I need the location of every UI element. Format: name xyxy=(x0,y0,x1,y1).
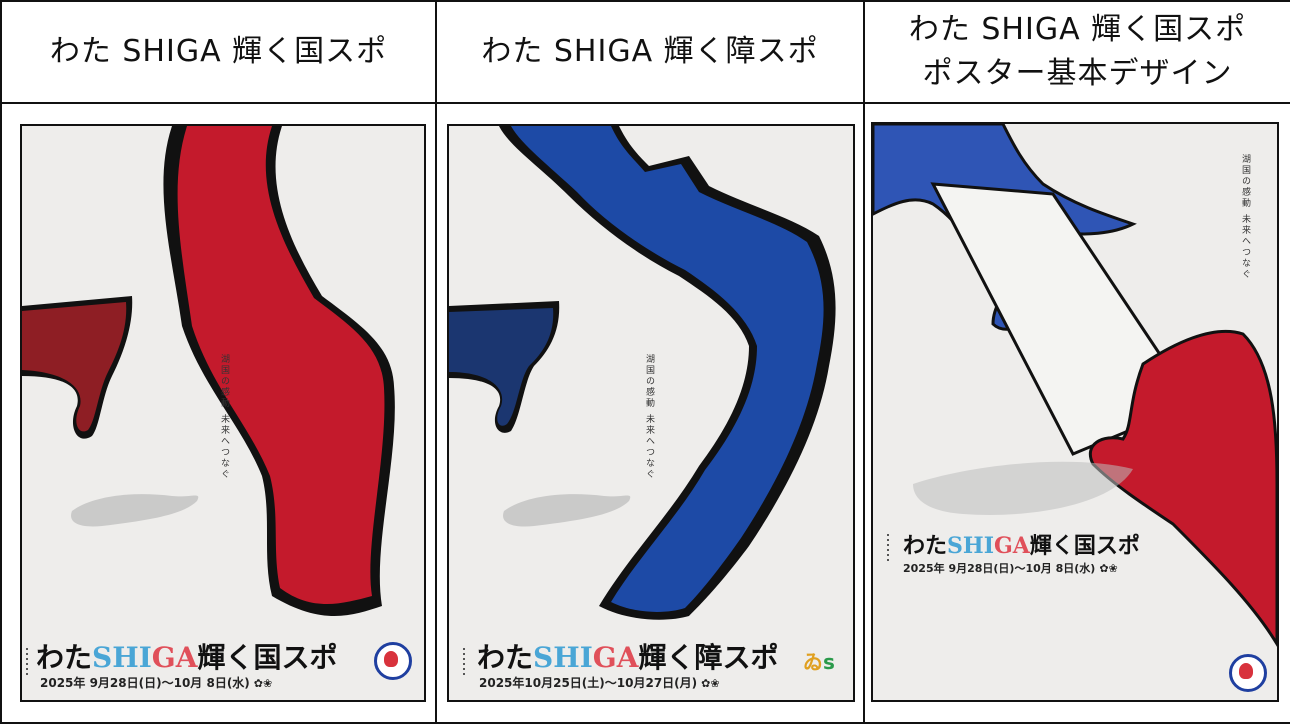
header-text-line2: ポスター基本デザイン xyxy=(922,56,1233,91)
poster-cell-3: 湖国の感動 未来へつなぐ わたSHIGA輝く国スポ 2025年 9月28日(日)… xyxy=(863,102,1290,724)
kokuspo-emblem-icon xyxy=(374,642,412,680)
red-arm-illustration xyxy=(22,126,395,616)
poster-date: 2025年 9月28日(日)〜10月 8日(水)✿❀ xyxy=(903,562,1118,575)
vertical-slogan: 湖国の感動 未来へつなぐ xyxy=(644,354,654,480)
header-text: わた SHIGA 輝く国スポ xyxy=(49,34,388,69)
vertical-slogan: 湖国の感動 未来へつなぐ xyxy=(1240,154,1250,280)
header-cell-kokuspo: わた SHIGA 輝く国スポ xyxy=(0,0,437,104)
left-tick-marks xyxy=(463,648,465,678)
poster-cell-2: 湖国の感動 未来へつなぐ わたSHIGA輝く障スポ 2025年10月25日(土)… xyxy=(435,102,865,724)
mascot-icon: ✿❀ xyxy=(701,677,720,690)
header-cell-basic-design: わた SHIGA 輝く国スポ ポスター基本デザイン xyxy=(863,0,1290,104)
header-text: わた SHIGA 輝く障スポ xyxy=(481,34,819,69)
shospo-logo-icon: ゐs xyxy=(803,650,835,674)
header-cell-shospo: わた SHIGA 輝く障スポ xyxy=(435,0,865,104)
poster-basic-design: 湖国の感動 未来へつなぐ わたSHIGA輝く国スポ 2025年 9月28日(日)… xyxy=(871,122,1279,702)
header-text: わた SHIGA 輝く国スポ xyxy=(908,12,1247,47)
poster-shospo: 湖国の感動 未来へつなぐ わたSHIGA輝く障スポ 2025年10月25日(土)… xyxy=(447,124,855,702)
poster-title: わたSHIGA輝く国スポ xyxy=(903,533,1140,559)
poster-title: わたSHIGA輝く障スポ xyxy=(477,641,779,674)
left-tick-marks xyxy=(26,648,28,678)
blue-arm-illustration xyxy=(449,126,836,620)
poster-cell-1: 湖国の感動 未来へつなぐ わたSHIGA輝く国スポ 2025年 9月28日(日)… xyxy=(0,102,437,724)
mascot-icon: ✿❀ xyxy=(1099,562,1118,575)
left-tick-marks xyxy=(887,534,889,564)
poster-date: 2025年 9月28日(日)〜10月 8日(水)✿❀ xyxy=(40,676,273,690)
poster-kokuspo: 湖国の感動 未来へつなぐ わたSHIGA輝く国スポ 2025年 9月28日(日)… xyxy=(20,124,426,702)
mascot-icon: ✿❀ xyxy=(253,677,273,690)
poster-title: わたSHIGA輝く国スポ xyxy=(36,641,338,674)
kokuspo-emblem-icon xyxy=(1229,654,1267,692)
vertical-slogan: 湖国の感動 未来へつなぐ xyxy=(219,354,229,480)
baton-handoff-illustration xyxy=(873,124,1277,647)
poster-date: 2025年10月25日(土)〜10月27日(月)✿❀ xyxy=(479,676,720,690)
